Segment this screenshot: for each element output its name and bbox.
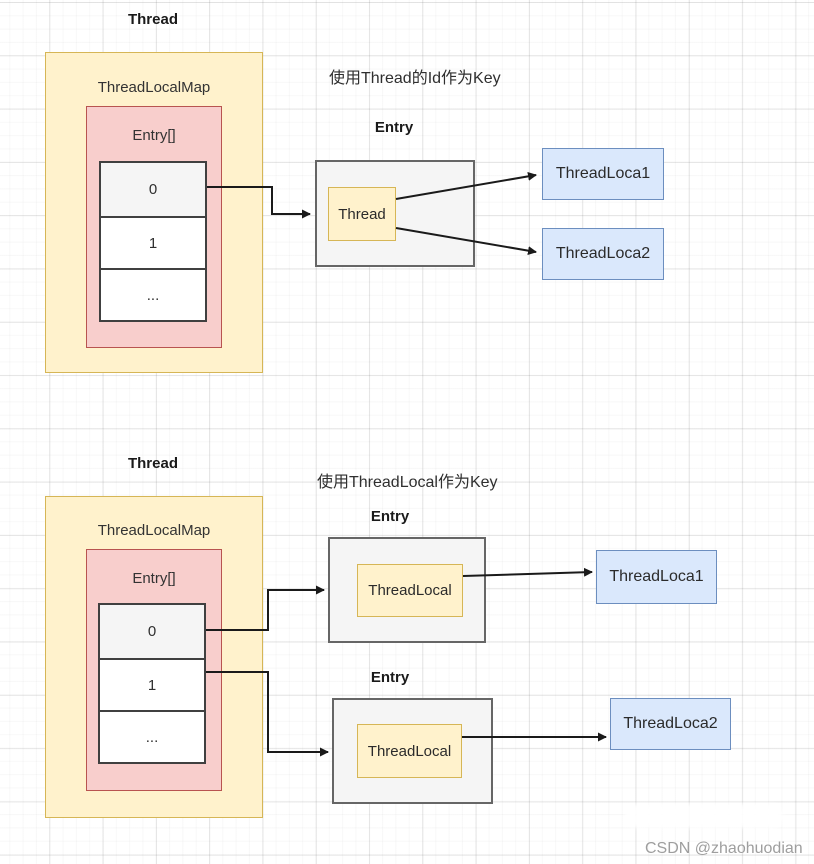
entry-key-threadlocal-1: ThreadLocal bbox=[357, 564, 463, 617]
caption-thread-id-key: 使用Thread的Id作为Key bbox=[329, 70, 501, 87]
slot-0: 0 bbox=[100, 605, 204, 658]
thread-title-bottom: Thread bbox=[127, 455, 178, 472]
threadlocalmap-label-top: ThreadLocalMap bbox=[97, 79, 211, 96]
slot-array-top: 0 1 ... bbox=[99, 161, 207, 322]
watermark-smudge bbox=[625, 804, 783, 828]
threadlocalmap-label-bottom: ThreadLocalMap bbox=[97, 522, 211, 539]
watermark-text: CSDN @zhaohuodian bbox=[645, 840, 803, 857]
slot-ellipsis: ... bbox=[101, 268, 205, 320]
entry-label-2: Entry bbox=[370, 669, 410, 686]
slot-1: 1 bbox=[101, 216, 205, 268]
threadlocal1-box-bottom: ThreadLoca1 bbox=[596, 550, 717, 604]
entry-key-thread: Thread bbox=[328, 187, 396, 241]
slot-0: 0 bbox=[101, 163, 205, 216]
slot-ellipsis: ... bbox=[100, 710, 204, 762]
threadlocal1-box-top: ThreadLoca1 bbox=[542, 148, 664, 200]
caption-threadlocal-key: 使用ThreadLocal作为Key bbox=[317, 474, 498, 491]
slot-array-bottom: 0 1 ... bbox=[98, 603, 206, 764]
slot-1: 1 bbox=[100, 658, 204, 710]
entry-array-label-bottom: Entry[] bbox=[132, 570, 176, 587]
entry-key-threadlocal-2: ThreadLocal bbox=[357, 724, 462, 778]
threadlocal2-box-bottom: ThreadLoca2 bbox=[610, 698, 731, 750]
entry-label-1: Entry bbox=[370, 508, 410, 525]
entry-array-label-top: Entry[] bbox=[132, 127, 176, 144]
threadlocal2-box-top: ThreadLoca2 bbox=[542, 228, 664, 280]
thread-title-top: Thread bbox=[127, 11, 178, 28]
entry-label-top: Entry bbox=[374, 119, 414, 136]
